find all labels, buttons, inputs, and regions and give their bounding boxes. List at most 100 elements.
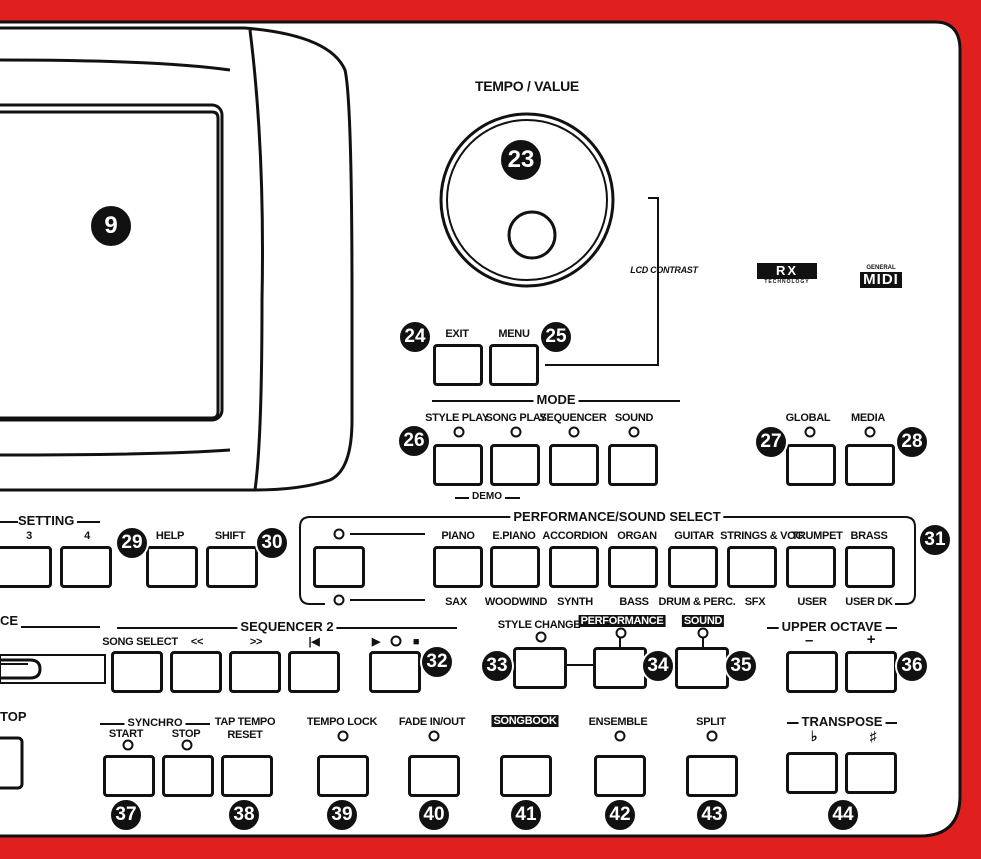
tap-tempo-button[interactable]: [221, 755, 273, 797]
synchro-stop-label: STOP: [171, 728, 201, 740]
fade-button[interactable]: [408, 755, 460, 797]
setting-3-label: 3: [26, 530, 32, 542]
cat-top-7: BRASS: [850, 530, 888, 542]
cat-button-2[interactable]: [549, 546, 599, 588]
start-label: START: [108, 728, 144, 740]
perf-select-toggle-button[interactable]: [313, 546, 365, 588]
lcd-contrast-label: LCD CONTRAST: [630, 265, 698, 275]
ensemble-button[interactable]: [594, 755, 646, 797]
split-button[interactable]: [686, 755, 738, 797]
cat-bottom-7: USER DK: [845, 596, 893, 608]
general-midi-logo: GENERAL MIDI: [860, 264, 902, 294]
song-play-button[interactable]: [490, 444, 540, 486]
sound-led: [697, 627, 709, 639]
cat-button-3[interactable]: [608, 546, 658, 588]
song-play-label: SONG PLAY: [485, 412, 547, 424]
songbook-button[interactable]: [500, 755, 552, 797]
callout-36: 36: [895, 649, 929, 683]
octave-minus-label: –: [804, 632, 814, 649]
home-label: |◀: [308, 636, 320, 648]
menu-label: MENU: [498, 328, 530, 340]
sequencer-button[interactable]: [549, 444, 599, 486]
shift-button[interactable]: [206, 546, 258, 588]
play-label: ▶: [371, 636, 381, 648]
song-select-button[interactable]: [111, 651, 163, 693]
fade-led: [428, 730, 440, 742]
cat-button-6[interactable]: [786, 546, 836, 588]
stop-label: ■: [412, 636, 420, 648]
style-change-button[interactable]: [513, 647, 567, 689]
synchro-stop-button[interactable]: [162, 755, 214, 797]
start-button[interactable]: [103, 755, 155, 797]
start-led: [122, 739, 134, 751]
callout-34: 34: [641, 649, 675, 683]
cat-top-1: E.PIANO: [492, 530, 536, 542]
tempo-dial: [439, 112, 659, 366]
cat-bottom-5: SFX: [744, 596, 766, 608]
callout-43: 43: [695, 798, 729, 832]
media-label: MEDIA: [851, 412, 885, 424]
style-change-led: [535, 631, 547, 643]
global-led: [804, 426, 816, 438]
sound-button[interactable]: [675, 647, 729, 689]
play-stop-button[interactable]: [369, 651, 421, 693]
left-cut-controls: [0, 626, 106, 790]
setting-4-label: 4: [84, 530, 90, 542]
cat-button-5[interactable]: [727, 546, 777, 588]
help-label: HELP: [155, 530, 185, 542]
performance-label-wrap: PERFORMANCE: [578, 615, 666, 627]
left-cut-ce-label: CE: [0, 614, 22, 628]
callout-38: 38: [227, 798, 261, 832]
callout-27: 27: [754, 425, 788, 459]
transpose-sharp-button[interactable]: [845, 752, 897, 794]
sound-mode-led: [628, 426, 640, 438]
synchro-stop-led: [181, 739, 193, 751]
octave-minus-button[interactable]: [786, 651, 838, 693]
split-label: SPLIT: [696, 716, 726, 728]
transpose-sharp-label: ♯: [869, 728, 877, 744]
setting-3-button[interactable]: [0, 546, 52, 588]
callout-24: 24: [398, 320, 432, 354]
tempo-lock-label: TEMPO LOCK: [306, 716, 378, 728]
setting-title: SETTING: [18, 514, 78, 528]
perf-select-title: PERFORMANCE/SOUND SELECT: [510, 510, 724, 524]
cat-button-7[interactable]: [845, 546, 895, 588]
help-button[interactable]: [146, 546, 198, 588]
cat-bottom-2: SYNTH: [557, 596, 593, 608]
rewind-button[interactable]: [170, 651, 222, 693]
transpose-flat-button[interactable]: [786, 752, 838, 794]
cat-top-4: GUITAR: [674, 530, 714, 542]
home-button[interactable]: [288, 651, 340, 693]
style-play-led: [453, 426, 465, 438]
cat-bottom-0: SAX: [445, 596, 467, 608]
global-button[interactable]: [786, 444, 836, 486]
songbook-label-wrap: SONGBOOK: [491, 715, 559, 727]
cat-button-4[interactable]: [668, 546, 718, 588]
octave-plus-button[interactable]: [845, 651, 897, 693]
sound-mode-button[interactable]: [608, 444, 658, 486]
tempo-value-label: TEMPO / VALUE: [475, 78, 579, 94]
tempo-lock-button[interactable]: [317, 755, 369, 797]
rewind-label: <<: [190, 636, 204, 648]
fast-forward-button[interactable]: [229, 651, 281, 693]
media-button[interactable]: [845, 444, 895, 486]
cat-button-1[interactable]: [490, 546, 540, 588]
menu-button[interactable]: [489, 344, 539, 386]
callout-39: 39: [325, 798, 359, 832]
performance-button[interactable]: [593, 647, 647, 689]
cat-button-0[interactable]: [433, 546, 483, 588]
sequencer-led: [568, 426, 580, 438]
style-play-button[interactable]: [433, 444, 483, 486]
fade-label: FADE IN/OUT: [398, 716, 466, 728]
exit-button[interactable]: [433, 344, 483, 386]
performance-led: [615, 627, 627, 639]
media-led: [864, 426, 876, 438]
callout-30: 30: [255, 526, 289, 560]
style-play-label: STYLE PLAY: [425, 412, 489, 424]
cat-top-6: TRUMPET: [791, 530, 843, 542]
cat-bottom-4: DRUM & PERC.: [658, 596, 736, 608]
global-label: GLOBAL: [785, 412, 831, 424]
sound-label-wrap: SOUND: [681, 615, 725, 627]
setting-4-button[interactable]: [60, 546, 112, 588]
sequencer2-title: SEQUENCER 2: [237, 620, 337, 634]
